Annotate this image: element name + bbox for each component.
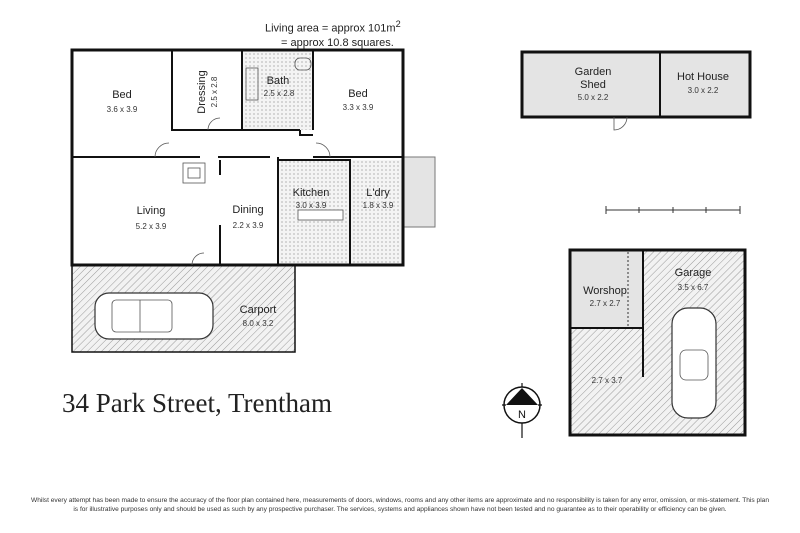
room-laundry-dim: 1.8 x 3.9 <box>363 201 394 210</box>
car-icon <box>94 292 214 340</box>
disclaimer-text: Whilst every attempt has been made to en… <box>30 497 769 513</box>
room-bed1-name: Bed <box>112 89 132 101</box>
compass-letter: N <box>518 409 526 421</box>
room-garage-name: Garage <box>675 267 712 279</box>
room-hothouse-dim: 3.0 x 2.2 <box>688 86 719 95</box>
room-carport-dim: 8.0 x 3.2 <box>243 319 274 328</box>
deck <box>402 156 436 228</box>
garage-building <box>568 248 747 437</box>
car-icon <box>671 307 717 419</box>
basin-icon <box>245 67 259 101</box>
fireplace-icon <box>182 162 206 184</box>
room-bed2-dim: 3.3 x 3.9 <box>343 103 374 112</box>
toilet-icon <box>294 57 312 71</box>
room-shed-name2: Shed <box>580 79 606 91</box>
room-dressing-dim: 2.5 x 2.8 <box>210 76 219 107</box>
room-kitchen-name: Kitchen <box>293 187 330 199</box>
area-line1: Living area = approx 101m <box>265 22 396 35</box>
bath-floor <box>242 50 313 130</box>
room-bed2-name: Bed <box>348 88 368 100</box>
area-line2: = approx 10.8 squares. <box>281 36 394 49</box>
room-living-name: Living <box>137 205 166 217</box>
room-bath-dim: 2.5 x 2.8 <box>264 89 295 98</box>
room-workshop-dim: 2.7 x 2.7 <box>590 299 621 308</box>
room-kitchen-dim: 3.0 x 3.9 <box>296 201 327 210</box>
room-hothouse-name: Hot House <box>677 71 729 83</box>
room-garage-dim: 3.5 x 6.7 <box>678 283 709 292</box>
scale-bar <box>605 206 741 214</box>
room-shed-dim: 5.0 x 2.2 <box>578 93 609 102</box>
room-bath-name: Bath <box>267 75 290 87</box>
room-shed-name1: Garden <box>575 66 612 78</box>
room-store-dim: 2.7 x 3.7 <box>592 376 623 385</box>
garden-shed-building <box>520 50 752 131</box>
room-dressing-name: Dressing <box>196 70 208 113</box>
bench <box>297 209 344 221</box>
room-living-dim: 5.2 x 3.9 <box>136 222 167 231</box>
room-bed1-dim: 3.6 x 3.9 <box>107 105 138 114</box>
north-arrow-icon <box>502 383 542 438</box>
room-laundry-name: L'dry <box>366 187 390 199</box>
room-dining-dim: 2.2 x 3.9 <box>233 221 264 230</box>
property-address-title: 34 Park Street, Trentham <box>62 388 332 418</box>
room-carport-name: Carport <box>240 304 277 316</box>
area-superscript: 2 <box>395 19 401 29</box>
living-area-note: Living area = approx 101m2 = approx 10.8… <box>265 17 401 50</box>
room-dining-name: Dining <box>232 204 263 216</box>
room-workshop-name: Worshop <box>583 285 627 297</box>
